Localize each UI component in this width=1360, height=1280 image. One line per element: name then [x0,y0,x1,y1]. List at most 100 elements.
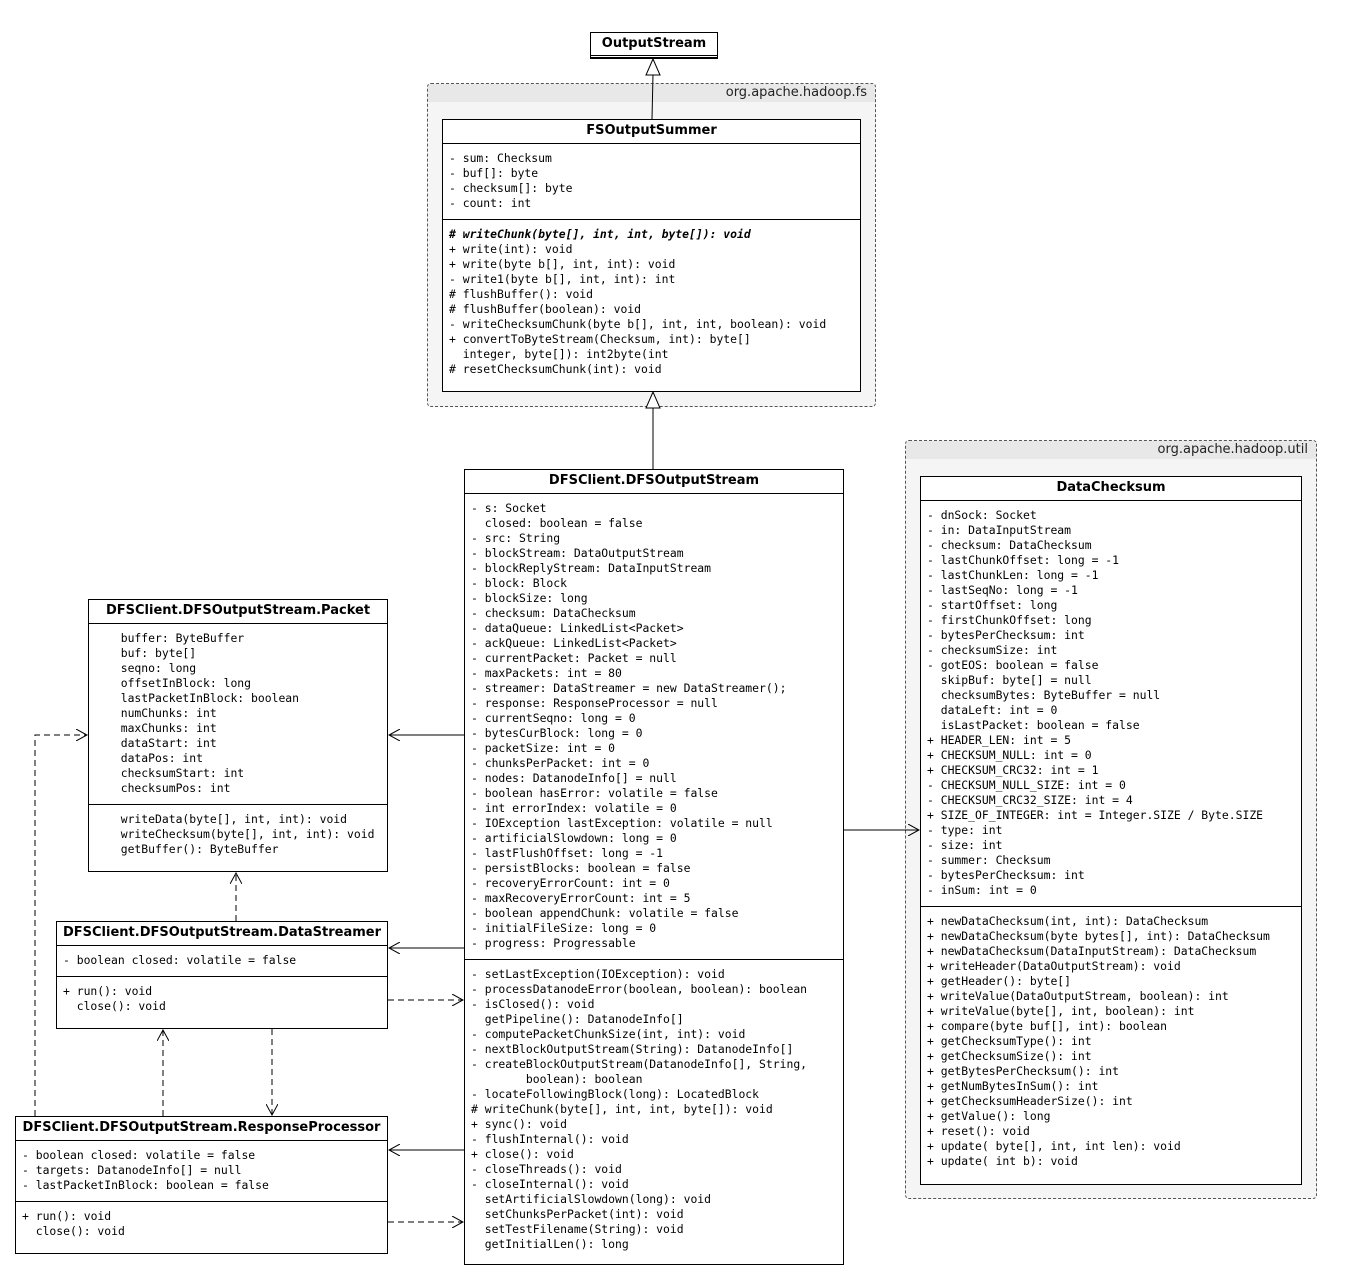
class-method: + run(): void [22,1209,112,1223]
dependency-responseprocessor-to-packet [34,735,87,1116]
class-method: + close(): void [471,1147,574,1161]
class-method: setChunksPerPacket(int): void [471,1207,684,1221]
package-title: org.apache.hadoop.util [1157,442,1308,457]
class-field: - CHECKSUM_NULL_SIZE: int = 0 [927,778,1126,792]
class-method: - computePacketChunkSize(int, int): void [471,1027,746,1041]
methods-section: + newDataChecksum(int, int): DataChecksu… [921,907,1301,1177]
class-method: + getHeader(): byte[] [927,974,1072,988]
class-field: - currentPacket: Packet = null [471,651,677,665]
class-field: - maxRecoveryErrorCount: int = 5 [471,891,691,905]
class-field: buffer: ByteBuffer [107,631,245,645]
class-name: OutputStream [591,33,717,58]
class-method: + update( byte[], int, int len): void [927,1139,1181,1153]
class-data-checksum[interactable]: DataChecksum - dnSock: Socket- in: DataIn… [920,476,1302,1185]
class-field: - artificialSlowdown: long = 0 [471,831,677,845]
class-field: - targets: DatanodeInfo[] = null [22,1163,242,1177]
class-method: setTestFilename(String): void [471,1222,684,1236]
class-field: checksumPos: int [107,781,231,795]
class-method: close(): void [63,999,166,1013]
class-data-streamer[interactable]: DFSClient.DFSOutputStream.DataStreamer - … [56,921,388,1029]
class-field: - chunksPerPacket: int = 0 [471,756,650,770]
class-method: + getNumBytesInSum(): int [927,1079,1099,1093]
class-field: checksumStart: int [107,766,245,780]
class-field: - gotEOS: boolean = false [927,658,1099,672]
class-method: + reset(): void [927,1124,1030,1138]
class-field: - boolean closed: volatile = false [63,953,297,967]
class-field: seqno: long [107,661,197,675]
class-field: - ackQueue: LinkedList<Packet> [471,636,677,650]
class-dfs-output-stream[interactable]: DFSClient.DFSOutputStream- s: Socket clo… [464,469,844,1265]
class-field: + CHECKSUM_NULL: int = 0 [927,748,1092,762]
class-name: DataChecksum [921,477,1301,501]
class-method: writeChecksum(byte[], int, int): void [107,827,375,841]
class-field: - IOException lastException: volatile = … [471,816,773,830]
class-field: - recoveryErrorCount: int = 0 [471,876,670,890]
class-field: - streamer: DataStreamer = new DataStrea… [471,681,787,695]
class-method: boolean): boolean [471,1072,643,1086]
class-method: - nextBlockOutputStream(String): Datanod… [471,1042,794,1056]
class-field: - boolean closed: volatile = false [22,1148,256,1162]
class-method: + writeValue(DataOutputStream, boolean):… [927,989,1229,1003]
class-field: - startOffset: long [927,598,1058,612]
class-field: - nodes: DatanodeInfo[] = null [471,771,677,785]
class-field: - blockSize: long [471,591,588,605]
class-field: - maxPackets: int = 80 [471,666,622,680]
class-response-processor[interactable]: DFSClient.DFSOutputStream.ResponseProces… [15,1116,388,1254]
class-field: - blockReplyStream: DataInputStream [471,561,712,575]
class-name: DFSClient.DFSOutputStream [465,470,843,494]
class-packet[interactable]: DFSClient.DFSOutputStream.Packet buffer:… [88,599,388,872]
class-method: + getChecksumType(): int [927,1034,1092,1048]
class-method: + run(): void [63,984,153,998]
class-method: - processDatanodeError(boolean, boolean)… [471,982,808,996]
class-field: - lastPacketInBlock: boolean = false [22,1178,269,1192]
class-field: closed: boolean = false [471,516,643,530]
class-field: - progress: Progressable [471,936,636,950]
class-field: - checksumSize: int [927,643,1058,657]
class-method: - closeInternal(): void [471,1177,629,1191]
class-field: - lastChunkOffset: long = -1 [927,553,1120,567]
class-field: + CHECKSUM_CRC32: int = 1 [927,763,1099,777]
class-method: - write1(byte b[], int, int): int [449,272,676,286]
class-field: + HEADER_LEN: int = 5 [927,733,1072,747]
class-method: + write(byte b[], int, int): void [449,257,676,271]
class-field: - summer: Checksum [927,853,1051,867]
class-field: - currentSeqno: long = 0 [471,711,636,725]
class-method: # writeChunk(byte[], int, int, byte[]): … [471,1102,773,1116]
fields-section: - sum: Checksum- buf[]: byte- checksum[]… [443,144,860,220]
class-field: maxChunks: int [107,721,217,735]
fields-section: buffer: ByteBuffer buf: byte[] seqno: lo… [89,624,387,805]
class-method: + writeHeader(DataOutputStream): void [927,959,1181,973]
class-field: - dnSock: Socket [927,508,1037,522]
class-method: writeData(byte[], int, int): void [107,812,348,826]
class-field: - persistBlocks: boolean = false [471,861,691,875]
class-method: + getChecksumHeaderSize(): int [927,1094,1133,1108]
class-method: - isClosed(): void [471,997,595,1011]
class-method: getPipeline(): DatanodeInfo[] [471,1012,684,1026]
class-field: - in: DataInputStream [927,523,1072,537]
class-method: - writeChecksumChunk(byte b[], int, int,… [449,317,827,331]
class-method: - closeThreads(): void [471,1162,622,1176]
class-field: dataStart: int [107,736,217,750]
class-method: + sync(): void [471,1117,568,1131]
class-method: - locateFollowingBlock(long): LocatedBlo… [471,1087,760,1101]
class-field: - bytesPerChecksum: int [927,868,1085,882]
class-fs-output-summer[interactable]: FSOutputSummer- sum: Checksum- buf[]: by… [442,119,861,392]
class-name: DFSClient.DFSOutputStream.DataStreamer [57,922,387,946]
class-method: getBuffer(): ByteBuffer [107,842,279,856]
class-field: offsetInBlock: long [107,676,252,690]
class-method: + convertToByteStream(Checksum, int): by… [449,332,751,346]
class-field: - buf[]: byte [449,166,539,180]
class-field: isLastPacket: boolean = false [927,718,1140,732]
methods-section: + run(): void close(): void [16,1202,387,1247]
class-field: - packetSize: int = 0 [471,741,616,755]
class-output-stream[interactable]: OutputStream [590,32,718,59]
fields-section: - boolean closed: volatile = false [57,946,387,977]
generalization-dfsoutputstream-to-fssummer [645,390,661,469]
class-field: - lastFlushOffset: long = -1 [471,846,664,860]
package-band [428,84,875,102]
class-method: - createBlockOutputStream(DatanodeInfo[]… [471,1057,808,1071]
class-field: - inSum: int = 0 [927,883,1037,897]
class-method: - setLastException(IOException): void [471,967,725,981]
